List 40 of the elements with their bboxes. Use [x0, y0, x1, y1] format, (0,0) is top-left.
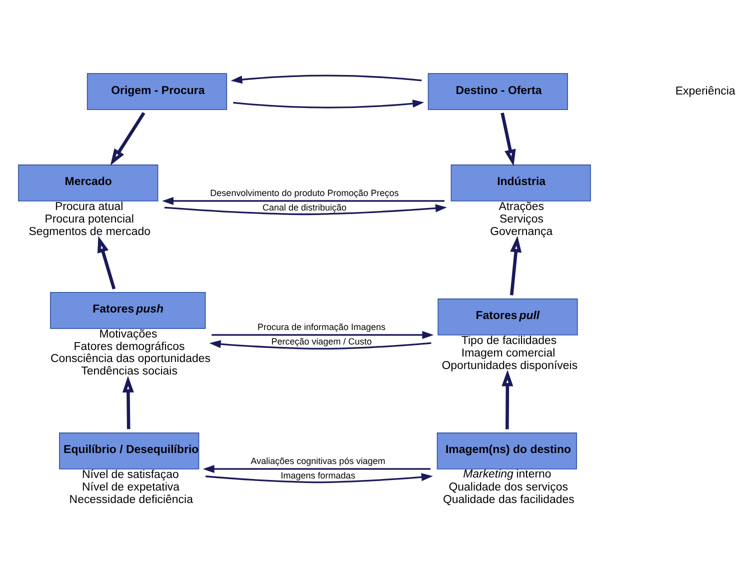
- node-label: Necessidade deficiência: [69, 493, 193, 506]
- label: Experiência: [675, 85, 736, 98]
- node-label: Serviços: [500, 212, 544, 225]
- arrow: [500, 112, 516, 166]
- edge-label: Perceção viagem / Custo: [271, 336, 372, 346]
- arrow: [502, 369, 514, 429]
- node-label: Tendências sociais: [81, 364, 178, 377]
- node-label: Nível de satisfaçao: [82, 468, 179, 481]
- arrow: [164, 204, 447, 215]
- node-label: Tipo de facilidades: [461, 334, 557, 347]
- node-label: Fatores demográficos: [74, 340, 185, 352]
- node-label: Oportunidades disponíveis: [442, 359, 578, 372]
- arrow: [97, 236, 116, 289]
- arrow: [233, 99, 424, 108]
- arrow: [230, 74, 422, 84]
- node-label: Procura potencial: [44, 212, 134, 225]
- arrow: [206, 472, 433, 483]
- node-label: Nível de expetativa: [82, 480, 180, 493]
- edge-label: Canal de distribuição: [262, 202, 347, 212]
- node-label: Motivações: [99, 328, 158, 340]
- node-label: Qualidade dos serviços: [448, 480, 568, 493]
- node-label: Segmentos de mercado: [28, 225, 151, 238]
- node-label: Qualidade das facilidades: [442, 493, 574, 506]
- edge-label: Avaliações cognitivas pós viagem: [250, 455, 386, 466]
- arrow: [209, 340, 432, 350]
- edge-label: Imagens formadas: [280, 470, 356, 480]
- node-label: Marketing interno: [463, 468, 552, 480]
- arrow: [122, 376, 134, 429]
- node-label: Imagem comercial: [461, 346, 556, 359]
- edge-label: Desenvolvimento do produto Promoção Preços: [210, 187, 399, 198]
- arrow: [202, 464, 430, 472]
- arrow: [212, 330, 434, 338]
- arrow: [510, 235, 522, 295]
- edge-label: Procura de informação Imagens: [257, 321, 386, 332]
- arrow: [162, 196, 445, 205]
- node-label: Procura atual: [54, 200, 124, 213]
- node-label: Consciência das oportunidades: [50, 352, 210, 365]
- node-label: Atrações: [498, 200, 544, 213]
- arrow: [110, 112, 146, 165]
- node-label: Governança: [490, 225, 553, 238]
